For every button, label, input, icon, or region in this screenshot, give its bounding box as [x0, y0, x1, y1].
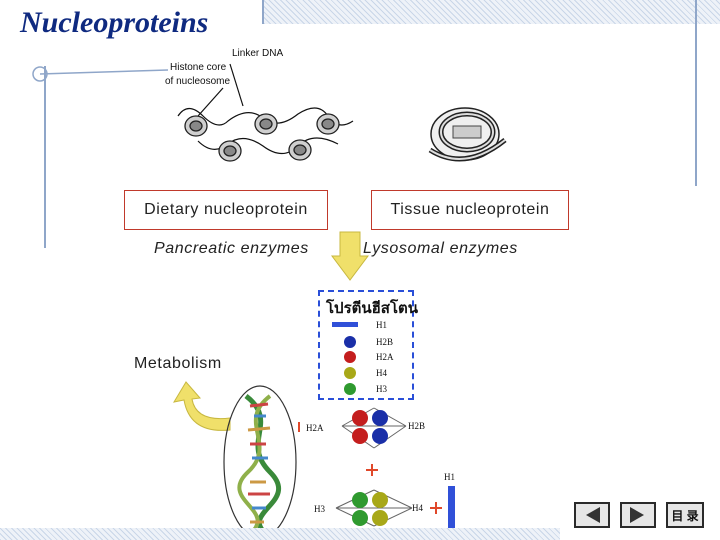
nucleosome-figure — [177, 63, 354, 162]
down-arrow — [331, 231, 369, 281]
bullet-marker — [32, 66, 169, 82]
histone-legend-header: โปรตีนฮีสโตน — [326, 300, 418, 317]
home-button-label: 目 录 — [671, 508, 699, 523]
dietary-nucleoprotein-box: Dietary nucleoprotein — [124, 190, 328, 230]
histone-core-label: Histone core — [170, 62, 227, 73]
h1-swatch — [332, 322, 358, 327]
assembly-h1: H1 — [444, 472, 455, 482]
tissue-nucleoprotein-text: Tissue nucleoprotein — [390, 201, 550, 218]
h2a-swatch — [344, 351, 356, 363]
slide-title: Nucleoproteins — [20, 6, 209, 39]
legend-h4: H4 — [376, 368, 387, 378]
legend-h3: H3 — [376, 384, 387, 394]
histone-legend-swatches — [332, 322, 358, 395]
pancreatic-enzymes-label: Pancreatic enzymes — [154, 240, 309, 257]
home-button[interactable]: 目 录 — [666, 502, 704, 528]
tissue-nucleoprotein-box: Tissue nucleoprotein — [371, 190, 569, 230]
assembly-h2a: H2A — [306, 423, 324, 433]
h1-bar — [448, 486, 455, 530]
metabolism-label: Metabolism — [134, 355, 222, 372]
dietary-nucleoprotein-text: Dietary nucleoprotein — [144, 201, 308, 218]
histone-assembly — [298, 407, 442, 527]
assembly-h3: H3 — [314, 504, 325, 514]
curved-arrow — [172, 381, 231, 431]
histone-legend-box — [318, 290, 414, 400]
next-slide-button[interactable] — [620, 502, 656, 528]
legend-h2a: H2A — [376, 352, 394, 362]
arrow-left-icon — [586, 507, 600, 523]
nucleosome-closeup — [428, 107, 507, 162]
linker-dna-label: Linker DNA — [232, 48, 284, 59]
prev-slide-button[interactable] — [574, 502, 610, 528]
left-divider — [44, 66, 46, 248]
nucleosome-label: of nucleosome — [165, 76, 231, 87]
h2b-swatch — [344, 336, 356, 348]
dna-helix — [223, 385, 297, 539]
legend-h1: H1 — [376, 320, 387, 330]
h3-swatch — [344, 383, 356, 395]
header-band — [262, 0, 720, 24]
right-divider — [695, 0, 697, 186]
legend-h2b: H2B — [376, 337, 394, 347]
arrow-right-icon — [630, 507, 644, 523]
h4-swatch — [344, 367, 356, 379]
assembly-h2b: H2B — [408, 421, 426, 431]
footer-band — [0, 528, 560, 540]
assembly-h4: H4 — [412, 503, 423, 513]
lysosomal-enzymes-label: Lysosomal enzymes — [363, 240, 518, 257]
